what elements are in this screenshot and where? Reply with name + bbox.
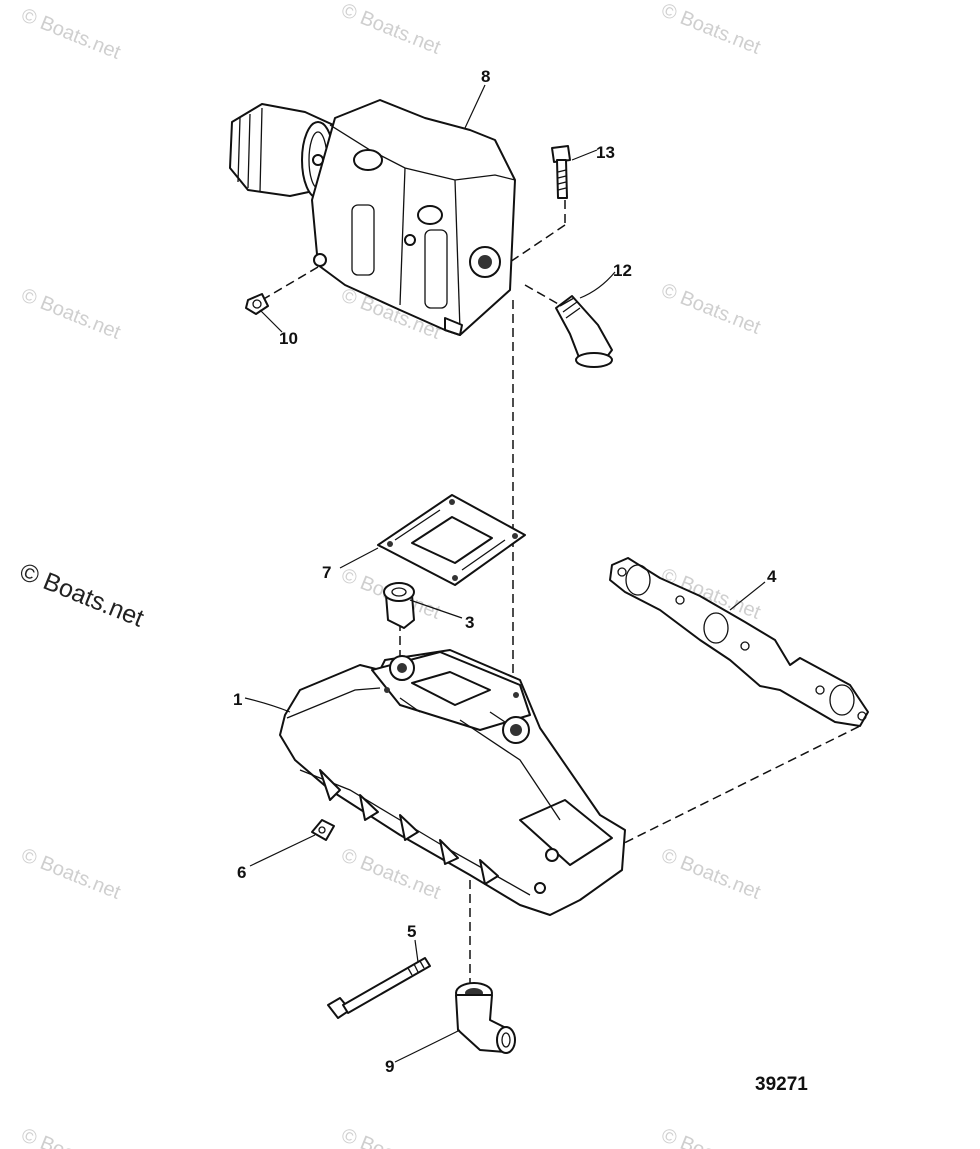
callout-labels: 8 13 12 10 7 3 4 1 6 5 9 (233, 67, 777, 1076)
part-manifold-gasket-4 (609, 557, 869, 727)
callout-12: 12 (613, 261, 632, 280)
callout-9: 8 (481, 67, 490, 86)
watermark: © Boats.net (338, 844, 444, 904)
watermark: © Boats.net (658, 0, 764, 59)
part-bolt-13 (551, 145, 571, 199)
callout-6: 6 (237, 863, 246, 882)
leader-lines (244, 84, 766, 1063)
part-plug-3 (383, 582, 415, 629)
watermark: © Boats.net (18, 284, 124, 344)
part-nut-10 (245, 293, 269, 315)
watermark: © Boats.net (18, 4, 124, 64)
part-clip-6 (311, 819, 335, 841)
watermark-prominent: © Boats.net (16, 558, 148, 633)
watermark: © Boats.net (338, 1124, 444, 1149)
watermark: © Boats.net (18, 844, 124, 904)
callout-5: 5 (407, 922, 416, 941)
watermark: © Boats.net (338, 0, 444, 59)
callout-7: 9 (385, 1057, 394, 1076)
part-exhaust-manifold-1 (279, 649, 626, 916)
part-exhaust-elbow (229, 99, 516, 336)
figure-number: 39271 (755, 1074, 808, 1095)
watermark: © Boats.net (658, 1124, 764, 1149)
watermark: © Boats.net (658, 844, 764, 904)
callout-3: 3 (465, 613, 474, 632)
callout-8: 7 (322, 563, 331, 582)
callout-4: 4 (767, 567, 777, 586)
part-long-bolt-5 (327, 957, 431, 1019)
watermark: © Boats.net (658, 279, 764, 339)
part-elbow-fitting-12 (555, 295, 613, 368)
part-elbow-7 (455, 982, 516, 1054)
callout-10: 10 (279, 329, 298, 348)
watermark: © Boats.net (18, 1124, 124, 1149)
part-gasket-8 (377, 494, 526, 586)
callout-1: 1 (233, 690, 242, 709)
callout-13: 13 (596, 143, 615, 162)
